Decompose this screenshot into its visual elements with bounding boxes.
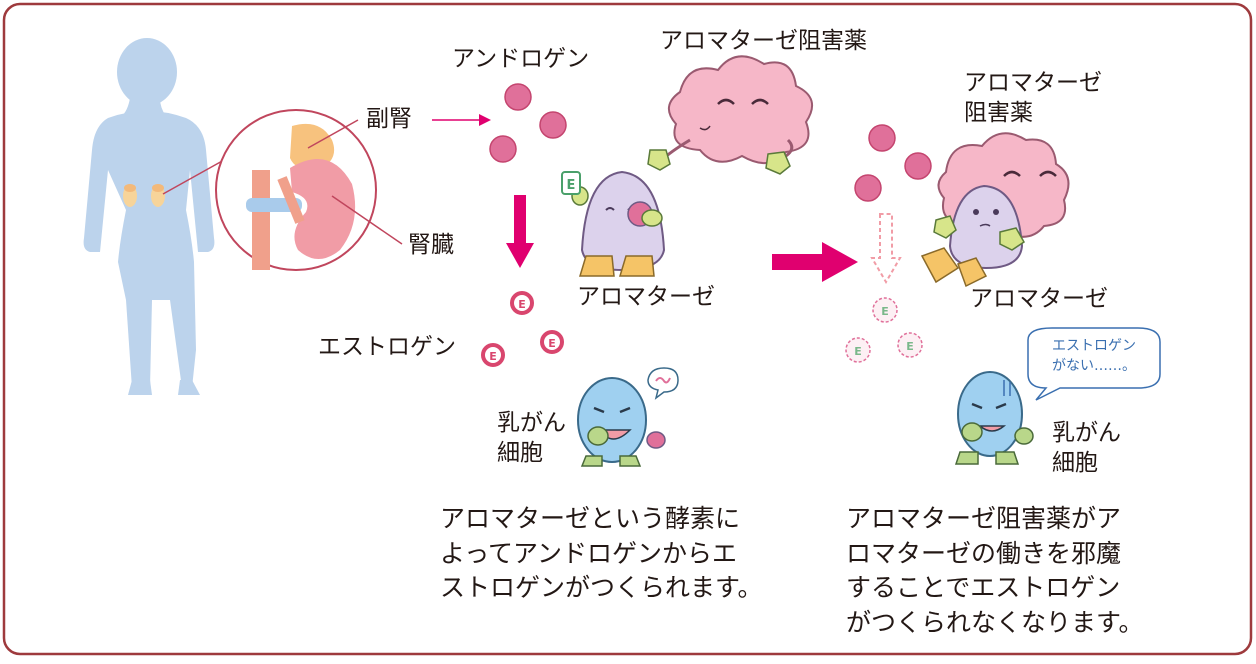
cancer-cell-label-line1: 乳がん [497, 410, 566, 436]
faded-estrogen-molecules: E E E [845, 297, 923, 363]
estrogen-label: エストロゲン [318, 334, 456, 360]
inhibitor-label-right-line1: アロマターゼ [964, 70, 1102, 96]
androgen-ball [539, 111, 567, 139]
androgen-molecules-right [854, 124, 932, 202]
svg-text:E: E [881, 305, 889, 318]
androgen-molecules [489, 83, 567, 163]
cancer-cell-character [577, 367, 679, 467]
androgen-ball [854, 174, 882, 202]
svg-text:E: E [548, 337, 556, 350]
silhouette-kidneys [123, 184, 165, 207]
svg-text:E: E [906, 340, 914, 353]
caption-line: アロマターゼという酵素に [440, 504, 741, 533]
speech-line-1: エストロゲン [1052, 338, 1136, 354]
left-caption: アロマターゼという酵素に よってアンドロゲンからエ ストロゲンがつくられます。 [440, 502, 763, 606]
right-caption: アロマターゼ阻害薬がア ロマターゼの働きを邪魔 することでエストロゲン がつくら… [846, 502, 1144, 640]
estrogen-ball-faded: E [872, 297, 898, 323]
androgen-ball [868, 124, 896, 152]
inhibitor-label: アロマターゼ阻害薬 [660, 28, 867, 54]
transition-arrow [772, 242, 858, 282]
cancer-cell-label-right-line1: 乳がん [1052, 420, 1121, 446]
caption-line: ロマターゼの働きを邪魔 [846, 538, 1122, 568]
caption-line: アロマターゼ阻害薬がア [846, 504, 1122, 533]
aromatase-label-right: アロマターゼ [970, 286, 1108, 312]
caption-line: よってアンドロゲンからエ [440, 538, 738, 568]
estrogen-ball: E [508, 289, 536, 317]
kidney-pointer [331, 195, 403, 245]
human-silhouette [83, 38, 215, 395]
zoom-pointer-line [162, 159, 225, 195]
estrogen-ball-faded: E [845, 337, 871, 363]
androgen-label: アンドロゲン [452, 46, 590, 72]
inhibitor-label-right-line2: 阻害薬 [964, 100, 1033, 126]
speech-bubble [1027, 327, 1161, 401]
cancer-cell-label-line2: 細胞 [497, 440, 543, 466]
kidney-zoom-circle [215, 109, 377, 271]
aromatase-label: アロマターゼ [577, 284, 715, 310]
caption-line: することでエストロゲン [846, 573, 1121, 602]
estrogen-ball: E [538, 328, 566, 356]
speech-line-2: がない……。 [1052, 358, 1136, 374]
svg-text:E: E [567, 178, 576, 193]
cancer-cell-worried-character [954, 371, 1034, 465]
svg-text:E: E [518, 298, 526, 311]
caption-line: がつくられなくなります。 [846, 607, 1144, 637]
svg-text:E: E [489, 350, 497, 363]
svg-text:E: E [854, 345, 862, 358]
estrogen-ball: E [479, 341, 507, 369]
androgen-ball [489, 135, 517, 163]
adrenal-label: 副腎 [366, 106, 412, 132]
inhibitor-cloud-character [647, 55, 814, 175]
blocked-conversion-arrow [870, 213, 902, 284]
adrenal-pointer [307, 119, 359, 149]
cancer-cell-label-right-line2: 細胞 [1052, 450, 1098, 476]
kidney-label: 腎臓 [408, 232, 454, 258]
estrogen-molecules: E E E [479, 289, 566, 369]
inhibitor-blocking-aromatase [920, 132, 1070, 288]
androgen-ball [904, 152, 932, 180]
conversion-down-arrow [506, 195, 534, 268]
aromatase-character: E [561, 170, 666, 277]
estrogen-ball-faded: E [897, 332, 923, 358]
androgen-ball [504, 83, 532, 111]
caption-line: ストロゲンがつくられます。 [440, 573, 763, 602]
